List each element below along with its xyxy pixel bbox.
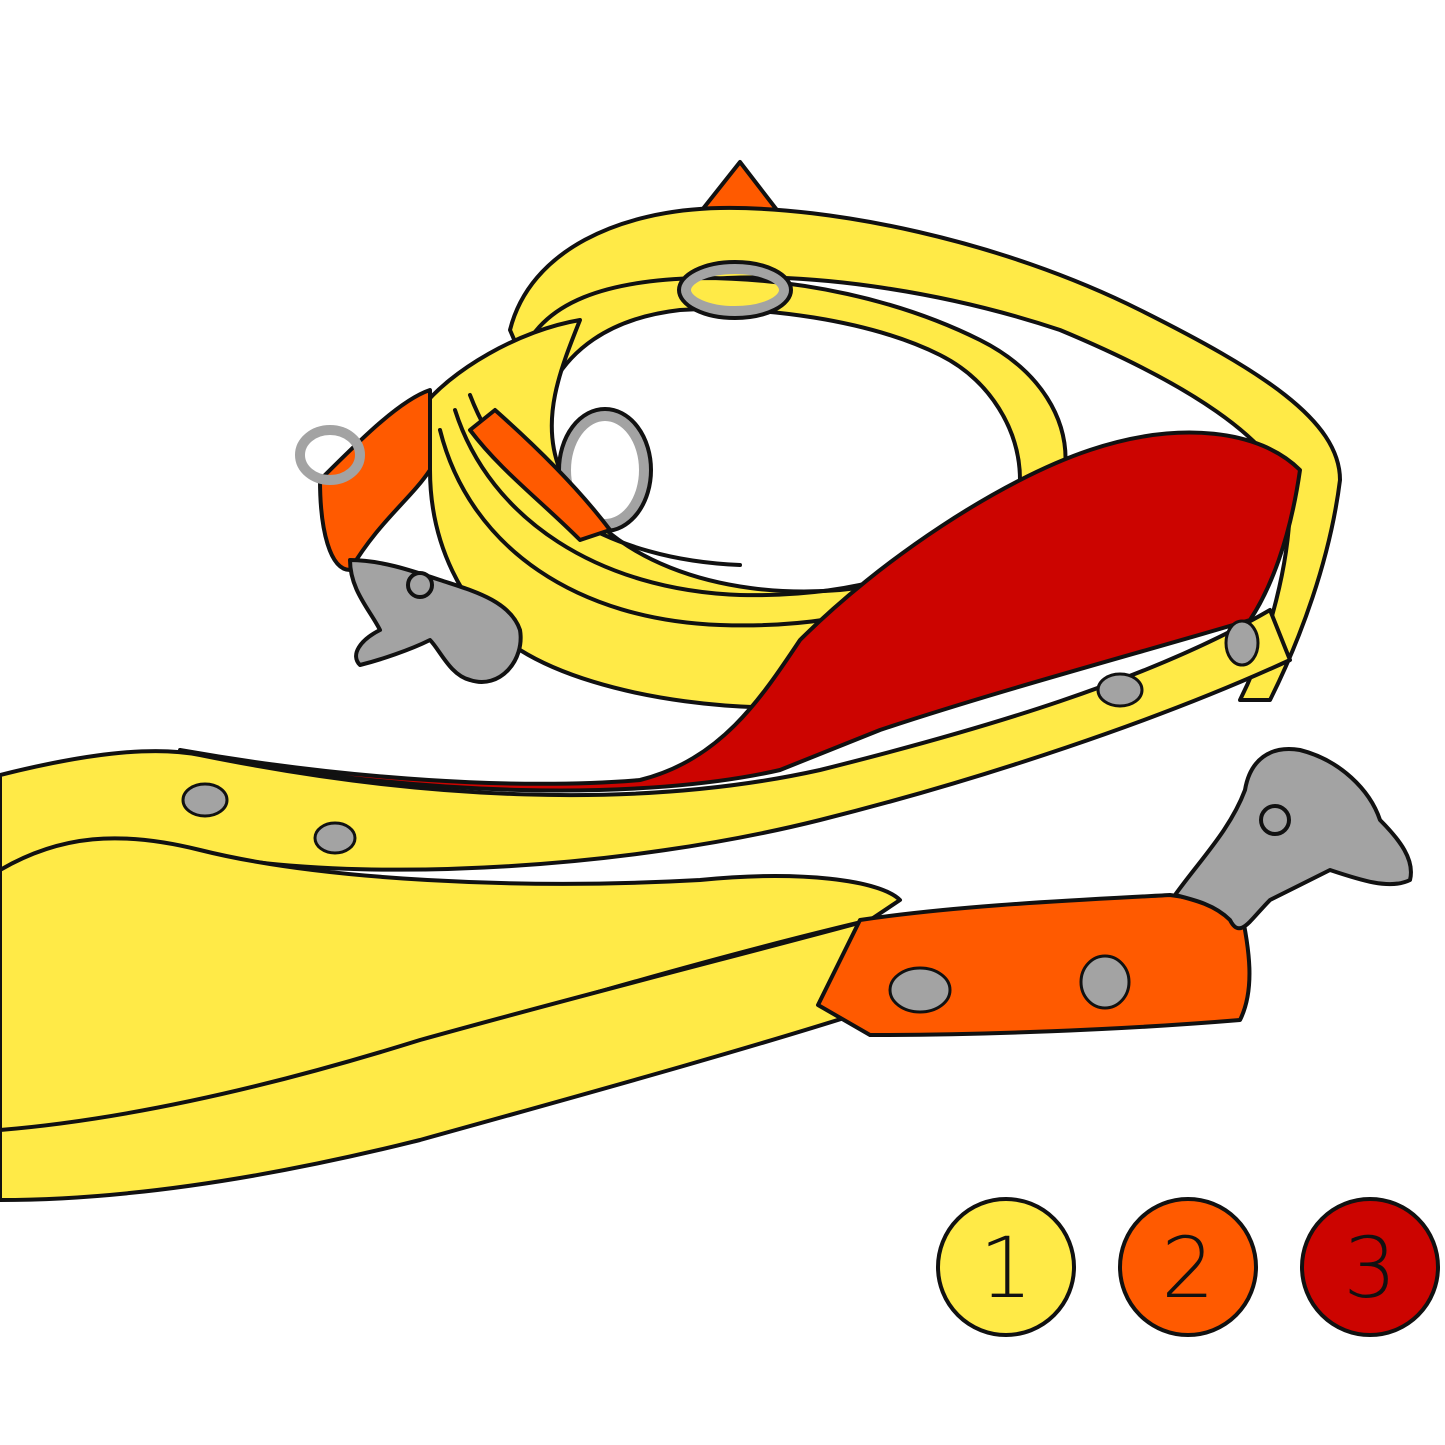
leash-orange-tab-coil <box>468 408 612 542</box>
rivet-4 <box>1224 619 1260 667</box>
leash-lower-strap <box>0 608 1292 872</box>
swatch-circle-1 <box>936 1197 1076 1337</box>
leash-orange-tab-left <box>318 388 432 572</box>
rivet-1 <box>181 782 229 818</box>
leash-orange-end-tab <box>816 893 1252 1037</box>
legend-svg: 1 2 3 <box>936 1197 1440 1337</box>
o-ring-left-icon <box>295 425 365 485</box>
swatch-group: 1 2 3 <box>936 1197 1440 1337</box>
swatch-label-3: 3 <box>1343 1219 1396 1317</box>
leash-loop-outer <box>508 205 1342 702</box>
snap-hook-left-icon <box>348 558 523 684</box>
o-ring-top-icon <box>679 262 791 318</box>
o-ring-top-outline-icon <box>677 260 793 320</box>
dog-leash <box>0 160 1413 1202</box>
strap-rivets <box>181 619 1260 1014</box>
snap-hook-right-icon <box>1173 747 1413 931</box>
swatch-label-2: 2 <box>1161 1219 1214 1317</box>
snap-hook-right-pin <box>1259 804 1291 836</box>
rivet-6 <box>1079 954 1131 1010</box>
swatch-label-1: 1 <box>979 1219 1032 1317</box>
rivet-2 <box>313 821 357 855</box>
snap-hook-left-pin <box>406 571 434 599</box>
color-legend: 1 2 3 <box>932 1192 1440 1342</box>
swatch-circle-3 <box>1300 1197 1440 1337</box>
rivet-3 <box>1096 672 1144 708</box>
leash-red-lining <box>178 430 1302 793</box>
rivet-5 <box>888 966 952 1014</box>
swatch-circle-2 <box>1118 1197 1258 1337</box>
